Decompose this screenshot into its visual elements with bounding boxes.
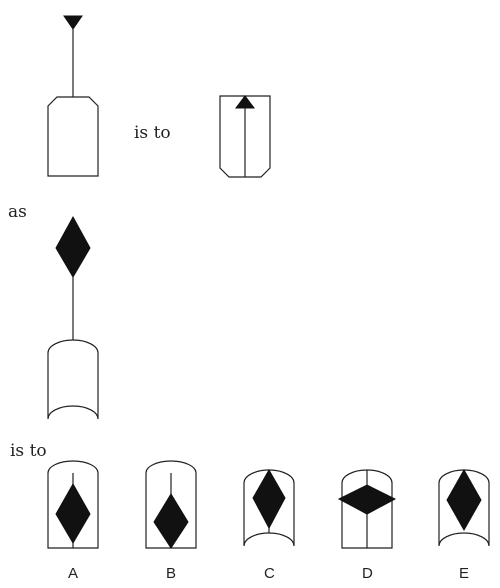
diamond-icon — [446, 468, 482, 532]
diamond-icon — [55, 215, 91, 278]
option-c-figure[interactable] — [243, 468, 295, 547]
option-a-label[interactable]: A — [68, 565, 78, 582]
diamond-icon — [337, 484, 397, 515]
option-b-label[interactable]: B — [166, 565, 176, 582]
question-figure — [47, 215, 99, 420]
option-b-figure[interactable] — [145, 460, 197, 549]
option-c-label[interactable]: C — [264, 565, 275, 582]
triangle-down-icon — [63, 15, 83, 30]
option-e-label[interactable]: E — [459, 565, 469, 582]
is-to-label-2: is to — [10, 441, 47, 461]
as-label: as — [8, 202, 27, 222]
option-d-figure[interactable] — [337, 469, 397, 549]
diamond-icon — [153, 493, 189, 549]
is-to-label-1: is to — [134, 123, 171, 143]
triangle-up-icon — [235, 95, 255, 109]
example-figure-2 — [219, 95, 271, 178]
cylinder — [47, 339, 99, 420]
inverted-beveled-box — [219, 95, 271, 178]
option-a-figure[interactable] — [47, 460, 99, 549]
option-d-label[interactable]: D — [362, 565, 373, 582]
diamond-icon — [252, 468, 286, 530]
option-e-figure[interactable] — [438, 468, 490, 547]
example-figure-1 — [47, 15, 99, 177]
diamond-icon — [55, 482, 91, 544]
beveled-box — [47, 96, 99, 177]
